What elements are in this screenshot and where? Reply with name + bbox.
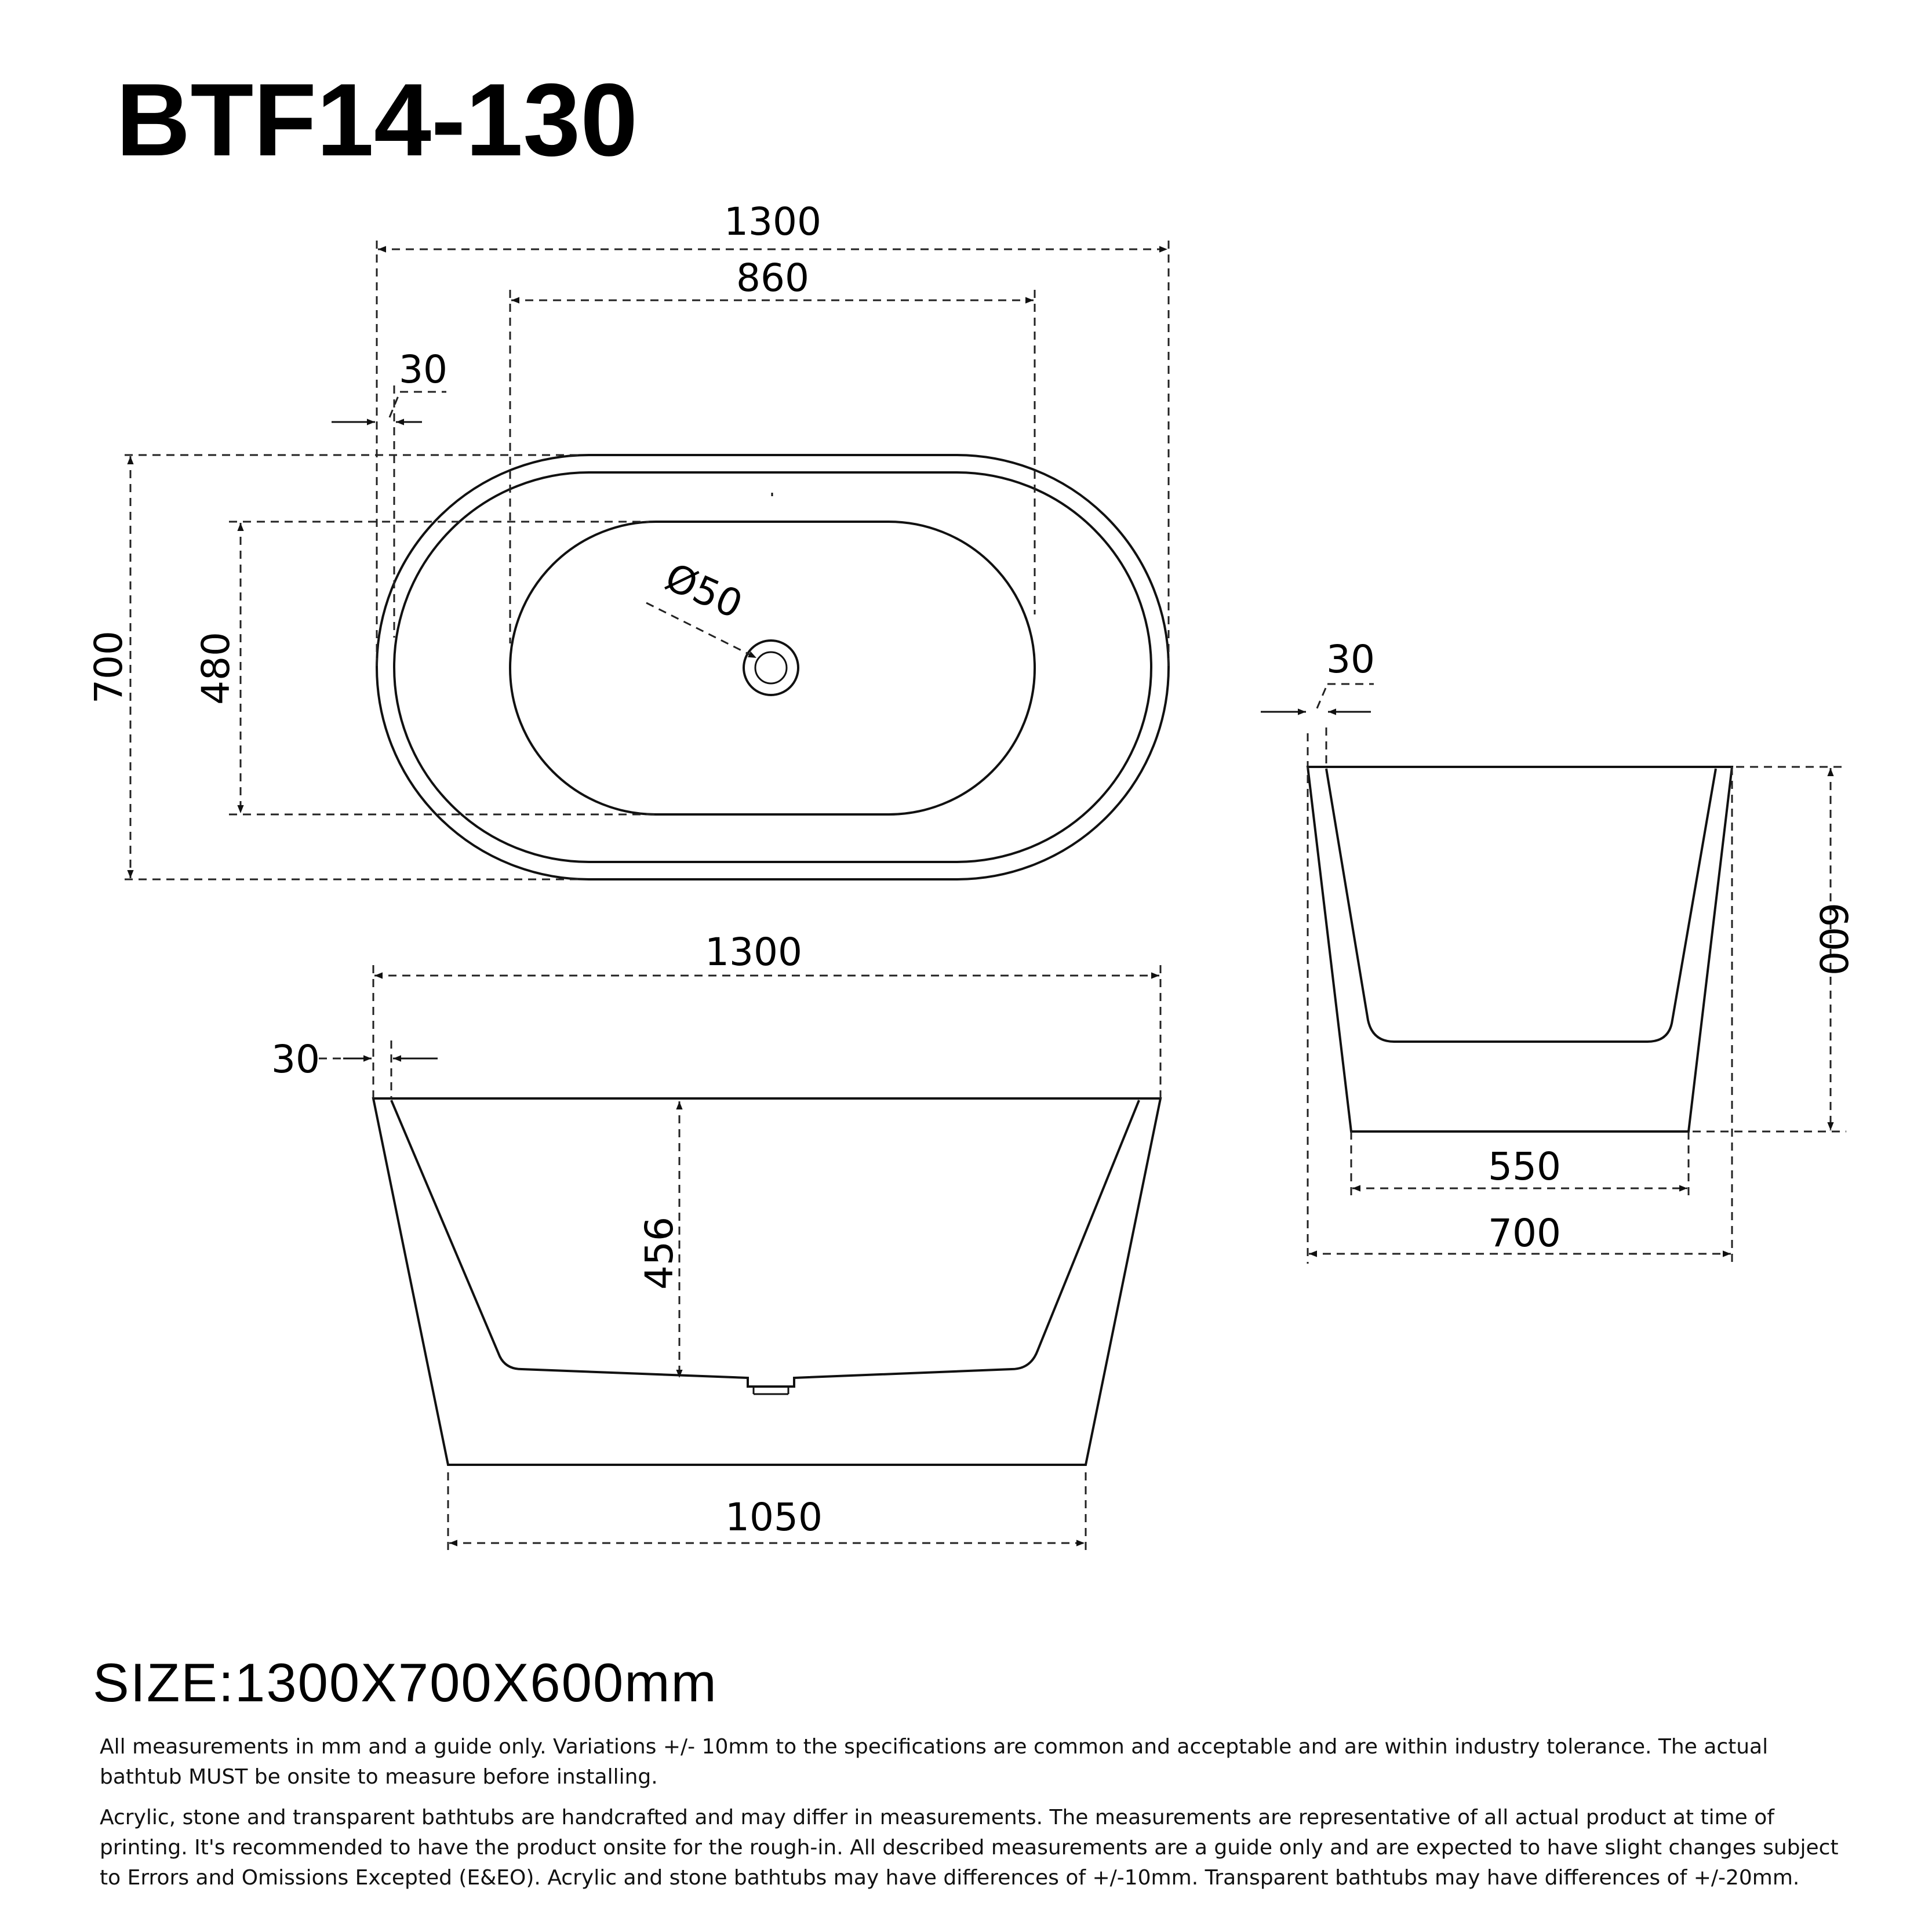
dim-top-inner-length: 860	[736, 256, 809, 300]
dim-front-rim: 30	[271, 1037, 320, 1082]
disclaimer-measurements: All measurements in mm and a guide only.…	[100, 1735, 1769, 1789]
rim-leader	[1316, 683, 1329, 709]
disclaimer-handcrafted: Acrylic, stone and transparent bathtubs …	[100, 1806, 1839, 1890]
rim-leader	[388, 391, 401, 418]
top-view: 1300 860 30 700 480 Ø50	[86, 199, 1170, 881]
top-view-basin	[509, 521, 1036, 816]
front-view: 1300 30 456 1050	[271, 930, 1162, 1553]
size-spec: SIZE:1300X700X600mm	[93, 1652, 718, 1713]
side-view: 30 600 550 700	[1261, 637, 1855, 1264]
dim-side-base: 550	[1488, 1144, 1561, 1189]
front-view-inner-basin	[390, 1100, 1140, 1388]
front-view-outer-shell	[372, 1097, 1162, 1466]
model-title: BTF14-130	[116, 62, 638, 177]
dim-top-rim: 30	[399, 347, 447, 392]
dim-side-rim: 30	[1326, 637, 1375, 682]
dim-top-length: 1300	[724, 199, 821, 244]
drain-outer-ring	[743, 639, 799, 696]
side-view-inner-basin	[1325, 768, 1717, 1043]
dim-front-depth: 456	[637, 1217, 682, 1290]
dim-top-inner-width: 480	[194, 632, 238, 705]
dim-side-width: 700	[1488, 1211, 1561, 1256]
dim-front-length: 1300	[705, 930, 802, 974]
top-view-inner-rim	[393, 471, 1152, 863]
drain-inner-ring	[754, 651, 788, 685]
dim-side-height: 600	[1811, 903, 1855, 976]
top-view-outer-rim	[376, 454, 1170, 881]
dim-line-drain	[646, 602, 757, 659]
side-view-outer-shell	[1306, 766, 1734, 1133]
dim-top-width: 700	[86, 631, 131, 704]
dim-front-base: 1050	[725, 1495, 823, 1540]
